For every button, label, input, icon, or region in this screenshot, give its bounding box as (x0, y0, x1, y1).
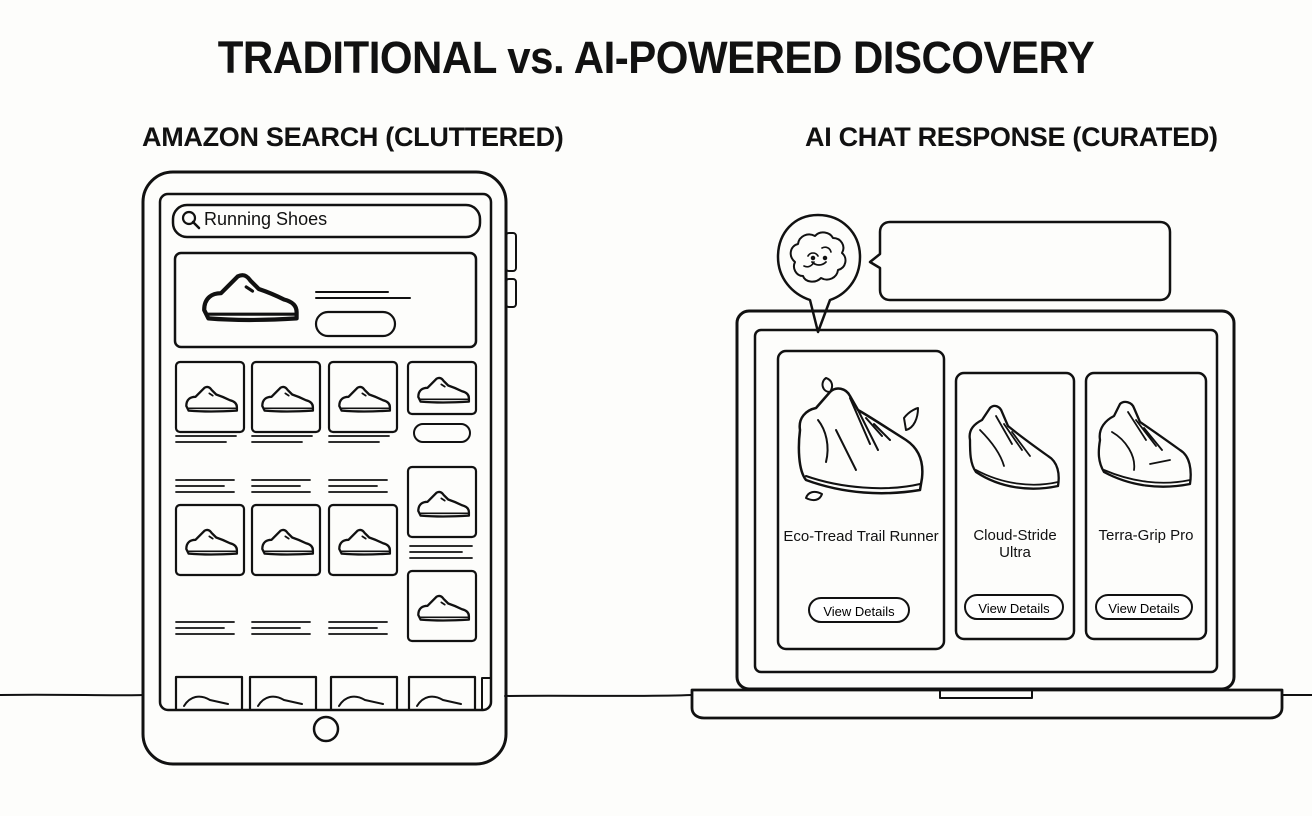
product-tile[interactable] (329, 675, 399, 711)
tablet-screen (158, 192, 493, 712)
text-lines (175, 479, 235, 493)
product-tile[interactable] (327, 503, 399, 577)
shoe-icon (337, 385, 392, 413)
tile-frame (481, 677, 491, 710)
text-lines (175, 621, 235, 635)
featured-banner[interactable] (173, 251, 478, 349)
ai-assistant-bubble (776, 213, 862, 334)
laptop-device (690, 309, 1284, 720)
product-tile[interactable] (406, 465, 478, 539)
card-frame (776, 349, 946, 651)
view-details-button-2[interactable]: View Details (964, 594, 1064, 620)
ground-line-left (0, 693, 144, 697)
shoe-icon (337, 528, 392, 556)
shoe-icon (183, 695, 229, 707)
product-card-3[interactable] (1084, 371, 1208, 641)
product-name-2: Cloud-Stride Ultra (973, 527, 1057, 561)
brain-icon (789, 231, 847, 283)
search-icon (181, 210, 201, 230)
trail-shoe-icon (797, 377, 924, 502)
shoe-icon (416, 376, 471, 404)
text-lines (328, 621, 388, 635)
chat-message-bubble (868, 220, 1172, 302)
text-lines (251, 621, 311, 635)
shoe-icon (260, 528, 315, 556)
product-tile[interactable] (406, 360, 478, 416)
product-tile[interactable] (174, 360, 246, 434)
tile-frame (406, 569, 478, 643)
assistant-speech-pin (776, 213, 862, 334)
laptop-notch (939, 689, 1033, 699)
shoe-icon (260, 385, 315, 413)
shoe-icon (257, 695, 303, 707)
hiking-shoe-icon (1097, 400, 1192, 488)
tile-frame (327, 503, 399, 577)
product-tile[interactable] (250, 503, 322, 577)
left-heading: AMAZON SEARCH (CLUTTERED) (142, 122, 564, 152)
product-grid (174, 360, 491, 711)
laptop-screen (753, 328, 1219, 674)
text-lines (409, 545, 473, 559)
shoe-icon (204, 275, 296, 320)
shoe-icon (416, 490, 471, 518)
search-query-text[interactable]: Running Shoes (204, 209, 328, 229)
road-shoe-icon (968, 404, 1060, 490)
page-title: TRADITIONAL vs. AI-POWERED DISCOVERY (217, 32, 1095, 83)
text-lines (175, 435, 237, 443)
product-tile[interactable] (174, 503, 246, 577)
search-input[interactable] (171, 203, 482, 239)
product-tile[interactable] (248, 675, 318, 711)
product-tile[interactable] (250, 360, 322, 434)
text-lines (251, 479, 311, 493)
ground-line-middle (504, 694, 693, 697)
tile-frame (327, 360, 399, 434)
tablet-body (141, 170, 508, 766)
shoe-icon (184, 528, 239, 556)
product-name-3: Terra-Grip Pro (1098, 527, 1194, 544)
tile-frame (406, 360, 478, 416)
text-lines (328, 479, 388, 493)
banner-text-lines (315, 291, 411, 299)
product-card-2[interactable] (954, 371, 1076, 641)
tile-button (413, 423, 471, 443)
tablet-side-button (505, 278, 517, 308)
tablet-device (141, 170, 517, 766)
product-name-1: Eco-Tread Trail Runner (783, 528, 939, 545)
banner-button[interactable] (314, 310, 397, 338)
laptop-base (690, 688, 1284, 720)
view-details-button-1[interactable]: View Details (808, 597, 910, 623)
tablet-side-button (505, 232, 517, 272)
tile-frame (248, 675, 318, 711)
right-heading: AI CHAT RESPONSE (CURATED) (805, 122, 1218, 152)
banner-frame (173, 251, 478, 349)
text-lines (251, 435, 313, 443)
tile-frame (174, 503, 246, 577)
home-button-icon[interactable] (312, 715, 340, 743)
shoe-icon (184, 385, 239, 413)
tile-frame (250, 503, 322, 577)
tile-frame (329, 675, 399, 711)
tile-frame (174, 360, 246, 434)
card-frame (1084, 371, 1208, 641)
view-details-button-3[interactable]: View Details (1095, 594, 1193, 620)
shoe-icon (416, 695, 462, 707)
tile-frame (174, 675, 244, 711)
card-frame (954, 371, 1076, 641)
tile-frame (406, 465, 478, 539)
text-lines (328, 435, 390, 443)
shoe-icon (416, 594, 471, 622)
product-tile[interactable] (406, 569, 478, 643)
shoe-icon (338, 695, 384, 707)
tile-frame (250, 360, 322, 434)
product-tile[interactable] (327, 360, 399, 434)
tile-frame (407, 675, 477, 711)
product-tile[interactable] (407, 675, 477, 711)
product-card-1[interactable] (776, 349, 946, 651)
search-bar[interactable] (171, 203, 482, 239)
product-tile[interactable] (174, 675, 244, 711)
